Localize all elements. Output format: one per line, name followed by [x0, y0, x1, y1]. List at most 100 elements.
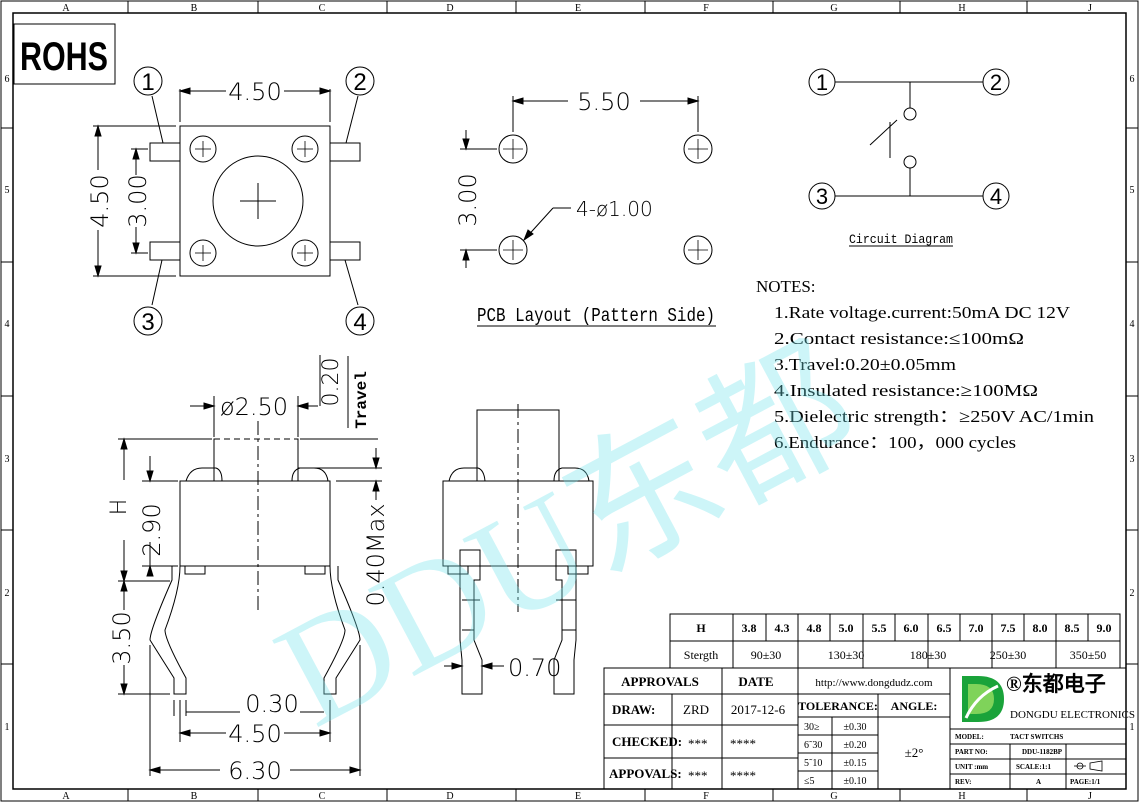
col-label: J	[1088, 3, 1092, 14]
strength-cell: 180±30	[910, 648, 947, 662]
pcb-labels: 5.50 3.00 4-ø1.00 PCB Layout (Pattern Si…	[454, 88, 715, 327]
col-label: H	[958, 3, 965, 14]
angle-value: ±2°	[905, 745, 924, 760]
notes: NOTES: 1.Rate voltage.current:50mA DC 12…	[756, 277, 1095, 452]
circuit-labels: 1 2 3 4 Circuit Diagram	[816, 70, 1002, 247]
strength-cell: 130±30	[828, 648, 865, 662]
row-label: 3	[5, 454, 10, 465]
height-cell: 8.5	[1065, 621, 1080, 635]
checked-date: ****	[730, 736, 756, 751]
height-cell: 7.5	[1001, 621, 1016, 635]
tol-value: ±0.30	[844, 722, 867, 733]
col-label: F	[703, 791, 709, 802]
row-label: 2	[1130, 588, 1135, 599]
rohs-mark: ROHS	[20, 35, 108, 79]
col-label: J	[1088, 791, 1092, 802]
strength-cell: 350±50	[1070, 648, 1107, 662]
strength-label: Stergth	[684, 648, 718, 662]
col-label: A	[62, 791, 70, 802]
pin1-callout: 1	[141, 69, 154, 96]
circuit-diagram	[808, 68, 1010, 247]
ddu-watermark: DDU东都	[252, 318, 882, 758]
col-label: G	[830, 791, 837, 802]
unit-label: UNIT :mm	[955, 763, 988, 771]
tol-value: ±0.15	[844, 758, 867, 769]
col-label: C	[319, 791, 326, 802]
zone-labels: A B C D E F G H J A B C D E F G H J 6 5 …	[5, 3, 1135, 802]
appovals-date: ****	[730, 768, 756, 783]
col-label: B	[191, 3, 198, 14]
pcb-title: PCB Layout (Pattern Side)	[477, 305, 715, 327]
top-view-labels: 1 2 3 4 4.50 4.50 3.00	[86, 69, 367, 336]
height-cell: 9.0	[1097, 621, 1112, 635]
part-label: PART NO:	[955, 748, 988, 756]
page-label: PAGE:1/1	[1070, 778, 1101, 786]
part-info: MODEL: TACT SWITCHS PART NO: DDU-1182BP …	[955, 733, 1101, 786]
circuit-title: Circuit Diagram	[849, 232, 953, 247]
side-view-labels: ø2.50 0.20 Travel H 2.90 0.40Max 3.50 0.…	[107, 358, 390, 785]
tol-range: 6˜30	[804, 740, 822, 751]
height-h-label: H	[696, 621, 706, 635]
height-cell: 6.0	[904, 621, 919, 635]
dim-pin-width: 0.30	[245, 690, 298, 718]
height-table-text: H 3.8 4.3 4.8 5.0 5.5 6.0 6.5 7.0 7.5 8.…	[684, 621, 1112, 662]
pin2-callout: 2	[353, 69, 366, 96]
row-label: 3	[1130, 454, 1135, 465]
dim-max-height: 0.40Max	[362, 503, 390, 606]
row-label: 4	[5, 319, 10, 330]
circuit-node-3: 3	[816, 184, 828, 209]
circuit-node-1: 1	[816, 70, 828, 95]
scale-label: SCALE:1:1	[1016, 763, 1052, 771]
note-item: 4.Insulated resistance:≥100MΩ	[774, 381, 1038, 400]
rev-label: REV:	[955, 778, 971, 786]
travel-label: Travel	[353, 371, 371, 429]
rev-value: A	[1036, 778, 1041, 786]
dim-pin-thickness: 0.70	[508, 654, 561, 682]
col-label: B	[191, 791, 198, 802]
note-item: 1.Rate voltage.current:50mA DC 12V	[774, 303, 1071, 322]
company-logo-icon	[962, 676, 1004, 722]
tolerance-label: TOLERANCE:	[798, 699, 878, 713]
circuit-node-2: 2	[990, 70, 1002, 95]
projection-symbol-icon	[1074, 760, 1103, 772]
note-item: 2.Contact resistance:≤100mΩ	[774, 329, 1024, 348]
draw-date: 2017-12-6	[731, 702, 786, 717]
tol-range: 30≥	[804, 722, 820, 733]
model-label: MODEL:	[955, 733, 984, 741]
dim-pcb-rows: 3.00	[454, 173, 482, 226]
circuit-node-4: 4	[990, 184, 1002, 209]
strength-cell: 250±30	[990, 648, 1027, 662]
dim-top-height-outer: 4.50	[86, 174, 114, 227]
company-url: http://www.dongdudz.com	[815, 677, 933, 689]
top-view	[93, 66, 375, 336]
col-label: F	[703, 3, 709, 14]
dim-travel-value: 0.20	[319, 358, 344, 407]
note-item: 6.Endurance：100，000 cycles	[774, 433, 1016, 452]
appovals-label: APPOVALS:	[609, 766, 682, 781]
height-cell: 4.3	[775, 621, 790, 635]
rohs-box	[13, 23, 116, 85]
dim-leg-length: 3.50	[108, 611, 136, 664]
title-block-text: APPROVALS DATE http://www.dongdudz.com D…	[609, 674, 937, 787]
note-item: 5.Dielectric strength：≥250V AC/1min	[774, 407, 1095, 426]
date-header: DATE	[738, 674, 773, 689]
company-name-cn: ®东都电子	[1006, 672, 1106, 696]
angle-label: ANGLE:	[891, 699, 938, 713]
dim-lead-span: 6.30	[228, 757, 281, 785]
dim-top-width: 4.50	[228, 78, 281, 106]
row-label: 4	[1130, 319, 1135, 330]
row-label: 5	[1130, 185, 1135, 196]
col-label: H	[958, 791, 965, 802]
row-label: 6	[1130, 74, 1135, 85]
front-view	[442, 404, 594, 695]
row-label: 2	[5, 588, 10, 599]
notes-header: NOTES:	[756, 277, 816, 296]
pin3-callout: 3	[141, 309, 154, 336]
col-label: E	[575, 791, 581, 802]
row-label: 6	[5, 74, 10, 85]
dim-body-height: 2.90	[138, 503, 166, 556]
pin4-callout: 4	[353, 309, 366, 336]
pcb-hole-callout: 4-ø1.00	[576, 197, 653, 221]
draw-name: ZRD	[683, 702, 709, 717]
